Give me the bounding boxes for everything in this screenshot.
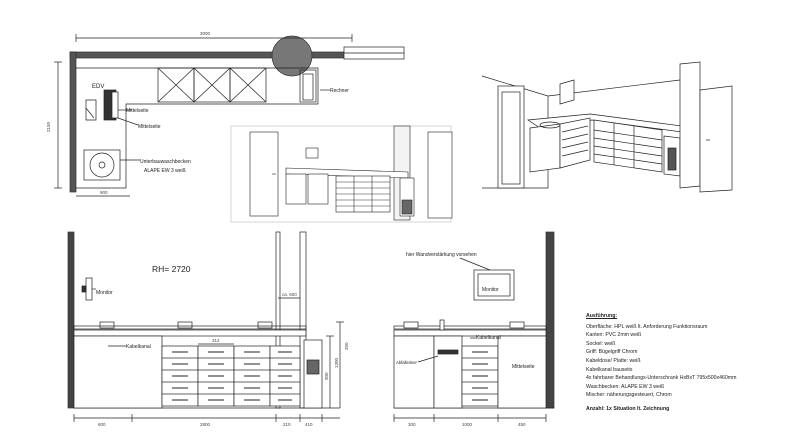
elev-dim-bottom-r1: 210 [283,422,291,427]
perspective-view-right [481,61,733,193]
elev-label-kabelkanal: Kabelkanal [126,344,151,350]
side-label-abfall: Abfalleimer [396,360,418,365]
side-dim-bottom-2: 1000 [462,422,473,427]
side-dim-bottom-1: 300 [408,422,416,427]
elev-label-monitor: Monitor [96,290,113,296]
notes-line: Waschbecken: ALAPE EW 3 weiß [586,383,665,390]
column [271,35,313,77]
side-label-mittelseite: Mittelseite [512,364,535,370]
notes-line: Kabelkanal bauseits [586,366,633,373]
sink [89,152,115,178]
notes-line: Kabeldose/ Platte: weiß [586,357,641,364]
elev-dim-bottom-mid: 2800 [200,422,211,427]
specification-notes: Ausführung: Oberfläche: HPL weiß lt. Anf… [586,312,792,414]
elev-dim-v2: 1300 [334,357,339,368]
notes-line: Kanten: PVC 2mm weiß [586,332,642,339]
elev-dim-bottom-left: 600 [98,422,106,427]
elev-dim-wall: ca. 600 [282,292,297,297]
plan-dim-bottom: 900 [100,190,108,195]
plan-label-rechner: Rechner [330,88,349,94]
plan-dim-top: 3000 [200,31,211,36]
elevation-side [393,231,555,422]
notes-line: 4x fahrbarer Behandlungs-Unterschrank Hx… [586,375,737,382]
drawer-units-front [161,345,301,407]
side-dim-bottom-3: 450 [518,422,526,427]
elev-dim-bottom-r2: 410 [305,422,313,427]
notes-heading: Ausführung: [586,313,618,319]
drawer-cabinets-plan [157,67,267,103]
side-label-kabelkanal: Kabelkanal [476,335,501,341]
notes-line: Sockel: weiß [586,340,616,347]
plan-label-sink-1: Unterbauwaschbecken [140,159,191,165]
plan-label-mittelseite-1: Mittelseite [126,108,149,114]
elevation-main [67,231,344,422]
plan-dim-left: 2150 [46,121,51,132]
elev-dim-v3: 350 [344,342,349,350]
side-note-wall: hier Wandverstärkung vorsehen [406,252,477,258]
notes-line: Griff: Bügelgriff Chrom [586,349,638,356]
side-label-monitor: Monitor [482,287,499,293]
notes-line: Mischer: näherungsgesteuert, Chrom [586,392,672,399]
floor-plan [54,34,405,197]
notes-footer: Anzahl: 1x Situation lt. Zeichnung [586,405,670,412]
plan-label-mittelseite-2: Mittelseite [138,124,161,130]
plan-label-edv: EDV [92,84,104,90]
plan-label-sink-2: ALAPE EW 3 weiß [144,168,186,174]
elev-dim-v1: 900 [324,372,329,380]
elev-rh: RH= 2720 [152,264,191,274]
notes-line: Oberfläche: HPL weiß lt. Anforderung Fun… [586,323,708,330]
elev-dim-drawer: 312 [212,338,220,343]
perspective-view-center [230,125,453,223]
